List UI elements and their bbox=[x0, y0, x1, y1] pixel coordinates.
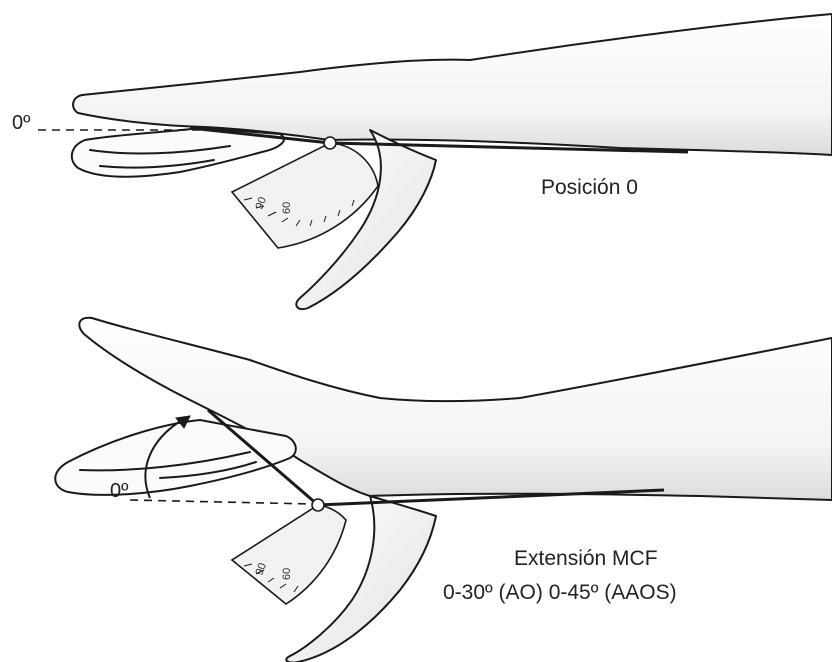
bottom-reference-line bbox=[130, 500, 312, 504]
top-angle-label: 0º bbox=[12, 112, 30, 135]
bottom-angle-label: 0º bbox=[110, 480, 128, 503]
bottom-goniometer-pivot bbox=[312, 499, 324, 511]
bottom-goniometer-dial bbox=[232, 505, 346, 604]
top-hand bbox=[72, 14, 832, 309]
top-goniometer-pivot bbox=[324, 137, 336, 149]
top-caption: Posición 0 bbox=[541, 176, 638, 200]
bottom-hand bbox=[55, 318, 832, 662]
bottom-caption-title: Extensión MCF bbox=[514, 547, 658, 571]
bottom-curled-fingers bbox=[55, 420, 296, 495]
top-goniometer-numbers-2: 60 bbox=[281, 202, 293, 214]
top-goniometer-dial bbox=[232, 143, 378, 248]
bottom-goniometer-numbers-2: 60 bbox=[281, 568, 293, 580]
bottom-caption-range: 0-30º (AO) 0-45º (AAOS) bbox=[443, 581, 677, 605]
